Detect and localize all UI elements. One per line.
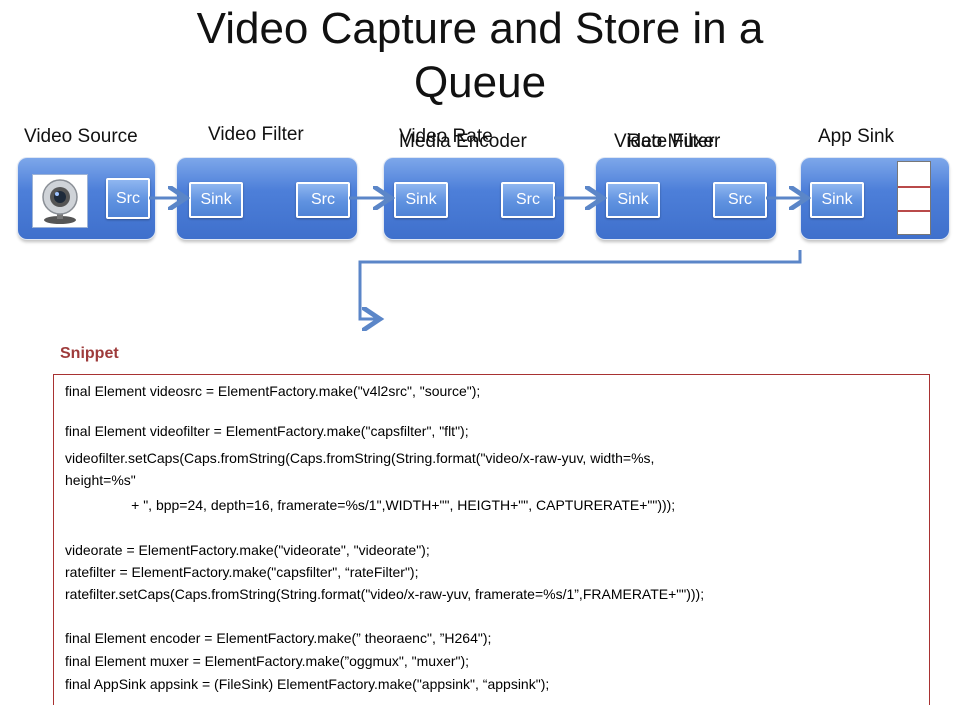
pad-label: Src (516, 191, 540, 208)
video-muxer-label: Video Muxer (614, 131, 721, 152)
pad-label: Sink (821, 191, 853, 208)
pad-label: Src (728, 191, 752, 208)
code-line: height=%s" (65, 472, 136, 488)
video-rate-label: Video Rate (399, 126, 493, 147)
snippet-title: Snippet (60, 345, 119, 362)
title-line-2: Queue (413, 58, 547, 107)
code-line: ratefilter.setCaps(Caps.fromString(Strin… (65, 586, 705, 602)
pad-label: Sink (200, 191, 232, 208)
code-snippet-box: final Element videosrc = ElementFactory.… (53, 374, 930, 705)
code-line: final AppSink appsink = (FileSink) Eleme… (65, 676, 550, 692)
code-line: final Element encoder = ElementFactory.m… (65, 630, 492, 646)
code-line: final Element videofilter = ElementFacto… (65, 423, 469, 439)
webcam-icon (32, 174, 88, 228)
queue-slot-divider (898, 210, 930, 212)
code-line: ratefilter = ElementFactory.make("capsfi… (65, 564, 419, 580)
rate-filter-sink-pad[interactable]: Sink (606, 182, 660, 218)
video-source-label: Video Source (24, 126, 138, 147)
code-line: videofilter.setCaps(Caps.fromString(Caps… (65, 450, 655, 466)
pad-label: Sink (617, 191, 649, 208)
video-filter-sink-pad[interactable]: Sink (189, 182, 243, 218)
app-sink-sink-pad[interactable]: Sink (810, 182, 864, 218)
code-line: final Element muxer = ElementFactory.mak… (65, 653, 470, 669)
queue-icon (897, 161, 931, 235)
arrow-sink-to-snippet (358, 250, 802, 319)
queue-slot-divider (898, 186, 930, 188)
rate-filter-label: Rate Filter (627, 131, 715, 152)
title-line-1: Video Capture and Store in a (196, 4, 764, 53)
code-line: + ", bpp=24, depth=16, framerate=%s/1",W… (65, 497, 676, 513)
media-encoder-label: Media Encoder (399, 131, 527, 152)
media-encoder-sink-pad[interactable]: Sink (394, 182, 448, 218)
media-encoder-src-pad[interactable]: Src (501, 182, 555, 218)
video-filter-label: Video Filter (208, 124, 304, 145)
app-sink-label: App Sink (818, 126, 895, 147)
pad-label: Src (311, 191, 335, 208)
rate-filter-src-pad[interactable]: Src (713, 182, 767, 218)
code-line: final Element videosrc = ElementFactory.… (65, 383, 481, 399)
video-filter-src-pad[interactable]: Src (296, 182, 350, 218)
pad-label: Sink (405, 191, 437, 208)
slide-title: Video Capture and Store in a Queue (0, 2, 960, 110)
pad-label: Src (116, 189, 140, 207)
code-line: videorate = ElementFactory.make("videora… (65, 542, 430, 558)
